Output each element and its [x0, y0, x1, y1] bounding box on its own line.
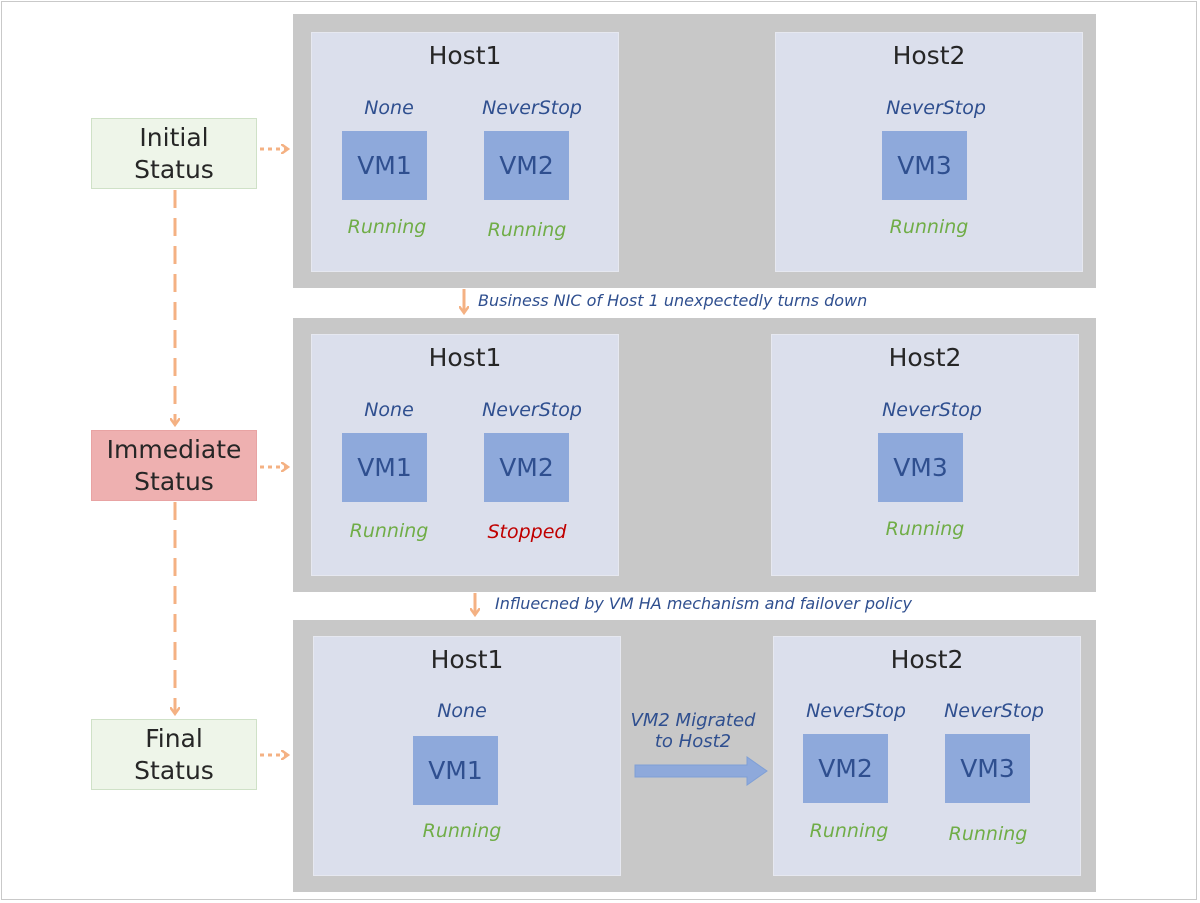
- host-title: Host1: [430, 645, 504, 674]
- host-card: Host1 None VM1 Running NeverStop VM2 Sto…: [311, 334, 619, 576]
- final-status-box: Final Status: [91, 719, 257, 790]
- vm-policy-label: NeverStop: [806, 700, 906, 722]
- host-title: Host2: [888, 343, 962, 372]
- initial-status-line1: Initial: [139, 122, 209, 152]
- vm-policy-label: NeverStop: [944, 700, 1044, 722]
- vm-state-label: Running: [809, 820, 889, 842]
- vm-policy-label: None: [364, 399, 414, 421]
- immediate-status-box: Immediate Status: [91, 430, 257, 501]
- transition-note-2: Influecned by VM HA mechanism and failov…: [495, 594, 912, 613]
- host-card: Host1 None VM1 Running: [313, 636, 621, 876]
- final-state-panel: Host1 None VM1 Running VM2 Migrated to H…: [293, 620, 1096, 892]
- vm-box: VM3: [945, 734, 1030, 803]
- immediate-state-panel: Host1 None VM1 Running NeverStop VM2 Sto…: [293, 318, 1096, 592]
- host-card: Host2 NeverStop VM3 Running: [771, 334, 1079, 576]
- vm-state-label: Stopped: [487, 521, 567, 543]
- host-title: Host2: [892, 41, 966, 70]
- host-card: Host2 NeverStop VM3 Running: [775, 32, 1083, 272]
- transition-note-1: Business NIC of Host 1 unexpectedly turn…: [478, 291, 868, 310]
- vm-box: VM1: [413, 736, 498, 805]
- final-status-line1: Final: [145, 723, 203, 753]
- final-status-line2: Status: [134, 755, 214, 785]
- vm-state-label: Running: [347, 216, 427, 238]
- host-card: Host2 NeverStop VM2 Running NeverStop VM…: [773, 636, 1081, 876]
- vm-state-label: Running: [422, 820, 502, 842]
- vm-policy-label: NeverStop: [886, 97, 986, 119]
- host-title: Host1: [428, 343, 502, 372]
- vm-state-label: Running: [948, 823, 1028, 845]
- vm-policy-label: None: [437, 700, 487, 722]
- vm-state-label: Running: [885, 518, 965, 540]
- vm-policy-label: NeverStop: [482, 399, 582, 421]
- immediate-status-line2: Status: [134, 466, 214, 496]
- vm-box: VM3: [882, 131, 967, 200]
- initial-status-line2: Status: [134, 154, 214, 184]
- vm-state-label: Running: [889, 216, 969, 238]
- migration-note-line2: to Host2: [654, 731, 732, 752]
- vm-box: VM1: [342, 131, 427, 200]
- initial-state-panel: Host1 None VM1 Running NeverStop VM2 Run…: [293, 14, 1096, 288]
- vm-box: VM1: [342, 433, 427, 502]
- host-card: Host1 None VM1 Running NeverStop VM2 Run…: [311, 32, 619, 272]
- host-title: Host1: [428, 41, 502, 70]
- vm-box: VM3: [878, 433, 963, 502]
- migration-arrow: [634, 756, 768, 786]
- vm-state-label: Running: [487, 219, 567, 241]
- immediate-status-line1: Immediate: [106, 434, 242, 464]
- vm-policy-label: NeverStop: [882, 399, 982, 421]
- migration-note: VM2 Migrated to Host2: [623, 710, 763, 752]
- initial-status-box: Initial Status: [91, 118, 257, 189]
- vm-policy-label: None: [364, 97, 414, 119]
- vm-box: VM2: [803, 734, 888, 803]
- host-title: Host2: [890, 645, 964, 674]
- vm-policy-label: NeverStop: [482, 97, 582, 119]
- vm-box: VM2: [484, 131, 569, 200]
- migration-note-line1: VM2 Migrated: [630, 710, 756, 731]
- vm-state-label: Running: [349, 520, 429, 542]
- vm-box: VM2: [484, 433, 569, 502]
